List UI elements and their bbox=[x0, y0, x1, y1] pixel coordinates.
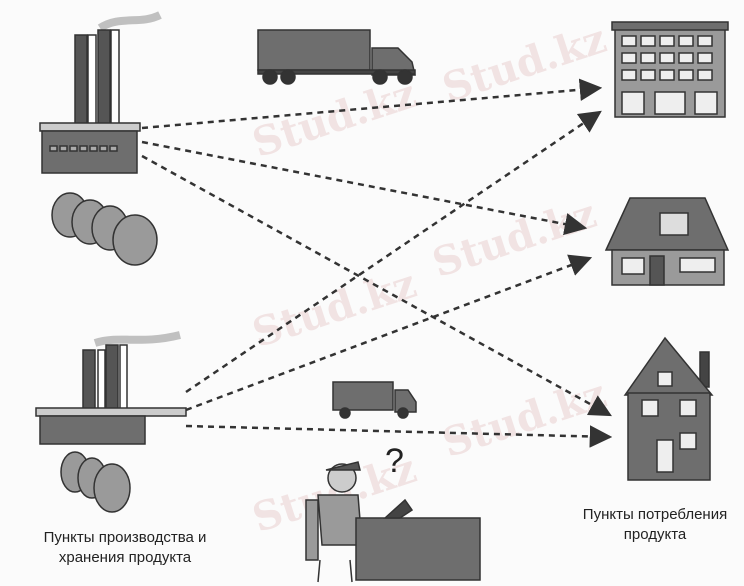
truck-icon bbox=[257, 29, 416, 85]
consumption-label-line1: Пункты потребления bbox=[582, 506, 728, 523]
factory-icon bbox=[35, 331, 187, 445]
tall-house-icon bbox=[623, 336, 714, 481]
production-label: Пункты производства и хранения продукта bbox=[5, 528, 245, 568]
sacks-icon bbox=[51, 192, 158, 266]
route-arrow bbox=[185, 424, 613, 448]
consumption-label: Пункты потребления продукта bbox=[565, 505, 744, 545]
route-arrow bbox=[141, 78, 603, 130]
production-label-line1: Пункты производства и bbox=[43, 529, 207, 546]
person-at-desk-icon bbox=[305, 461, 481, 583]
office-building-icon bbox=[611, 21, 729, 118]
question-mark: ? bbox=[385, 442, 404, 480]
production-label-line2: хранения продукта bbox=[58, 549, 192, 566]
route-arrow bbox=[141, 154, 612, 417]
truck-icon bbox=[332, 381, 417, 419]
route-arrow bbox=[185, 110, 602, 394]
route-arrow bbox=[185, 254, 593, 412]
consumption-label-line2: продукта bbox=[623, 526, 687, 543]
sacks-icon bbox=[60, 451, 131, 513]
route-arrow bbox=[141, 140, 588, 236]
factory-icon bbox=[39, 11, 162, 174]
house-icon bbox=[604, 197, 730, 286]
